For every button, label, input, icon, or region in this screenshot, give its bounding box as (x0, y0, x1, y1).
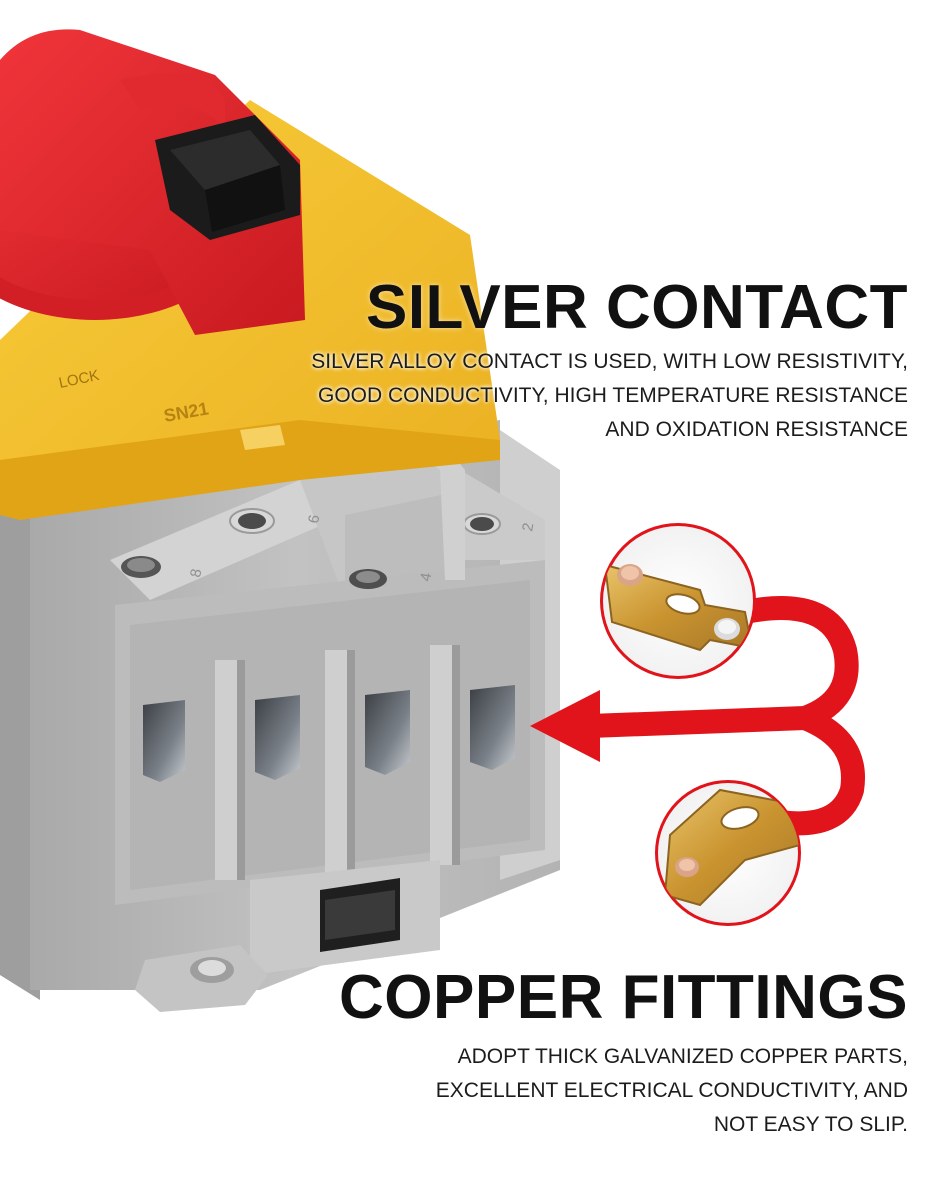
silver-contact-line: AND OXIDATION RESISTANCE (605, 418, 908, 441)
arrow-head (530, 690, 600, 762)
silver-contact-title: SILVER CONTACT (365, 273, 908, 342)
terminal-number: 8 (187, 568, 205, 579)
silver-contact-line: GOOD CONDUCTIVITY, HIGH TEMPERATURE RESI… (317, 384, 908, 407)
switch-body (0, 420, 560, 1012)
copper-zoom-top (600, 523, 756, 679)
copper-fittings-title: COPPER FITTINGS (339, 963, 908, 1032)
terminal-number: 2 (519, 522, 537, 533)
terminal-numbers: 8 6 4 2 (187, 514, 537, 583)
terminal-number: 6 (305, 514, 323, 525)
silver-contact-line: SILVER ALLOY CONTACT IS USED, WITH LOW R… (311, 350, 908, 373)
copper-fittings-line: ADOPT THICK GALVANIZED COPPER PARTS, (457, 1045, 908, 1068)
terminal-number: 4 (417, 572, 435, 583)
red-handle (0, 29, 305, 335)
red-arrow (578, 596, 865, 836)
copper-fittings-line: NOT EASY TO SLIP. (713, 1113, 908, 1136)
copper-fittings-line: EXCELLENT ELECTRICAL CONDUCTIVITY, AND (435, 1079, 908, 1102)
copper-fittings-description: ADOPT THICK GALVANIZED COPPER PARTS, EXC… (436, 1040, 908, 1142)
silver-contact-description: SILVER ALLOY CONTACT IS USED, WITH LOW R… (311, 345, 908, 447)
copper-zoom-bottom (655, 780, 801, 926)
